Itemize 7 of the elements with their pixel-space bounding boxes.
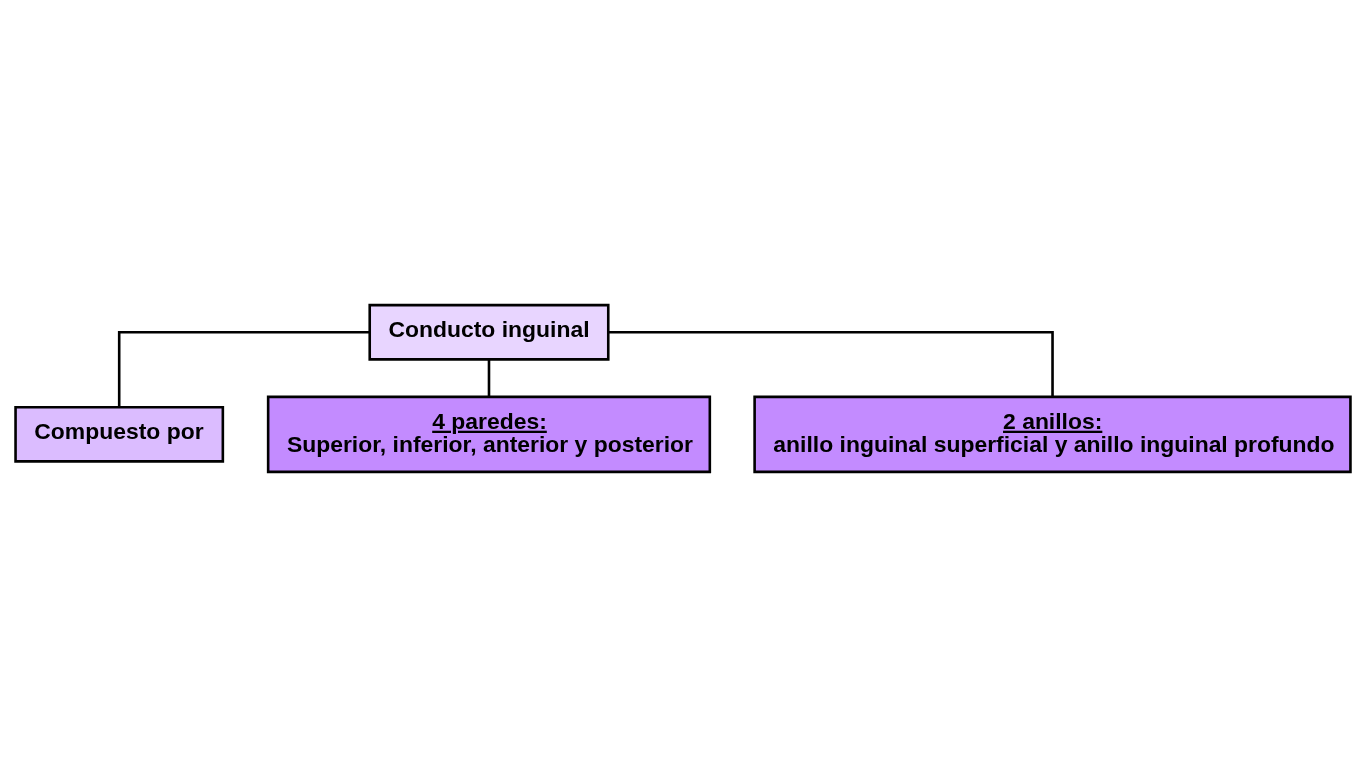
connector bbox=[487, 359, 491, 397]
node-box: Conducto inguinal bbox=[368, 303, 610, 361]
node-box: 4 paredes: Superior, inferior, anterior y posterior bbox=[266, 395, 712, 474]
connector bbox=[117, 330, 370, 408]
connector bbox=[608, 330, 1054, 397]
node-box: 2 anillos: anillo inguinal superficial y anillo inguinal profundo bbox=[753, 395, 1352, 474]
node-box: Compuesto por bbox=[14, 405, 225, 463]
